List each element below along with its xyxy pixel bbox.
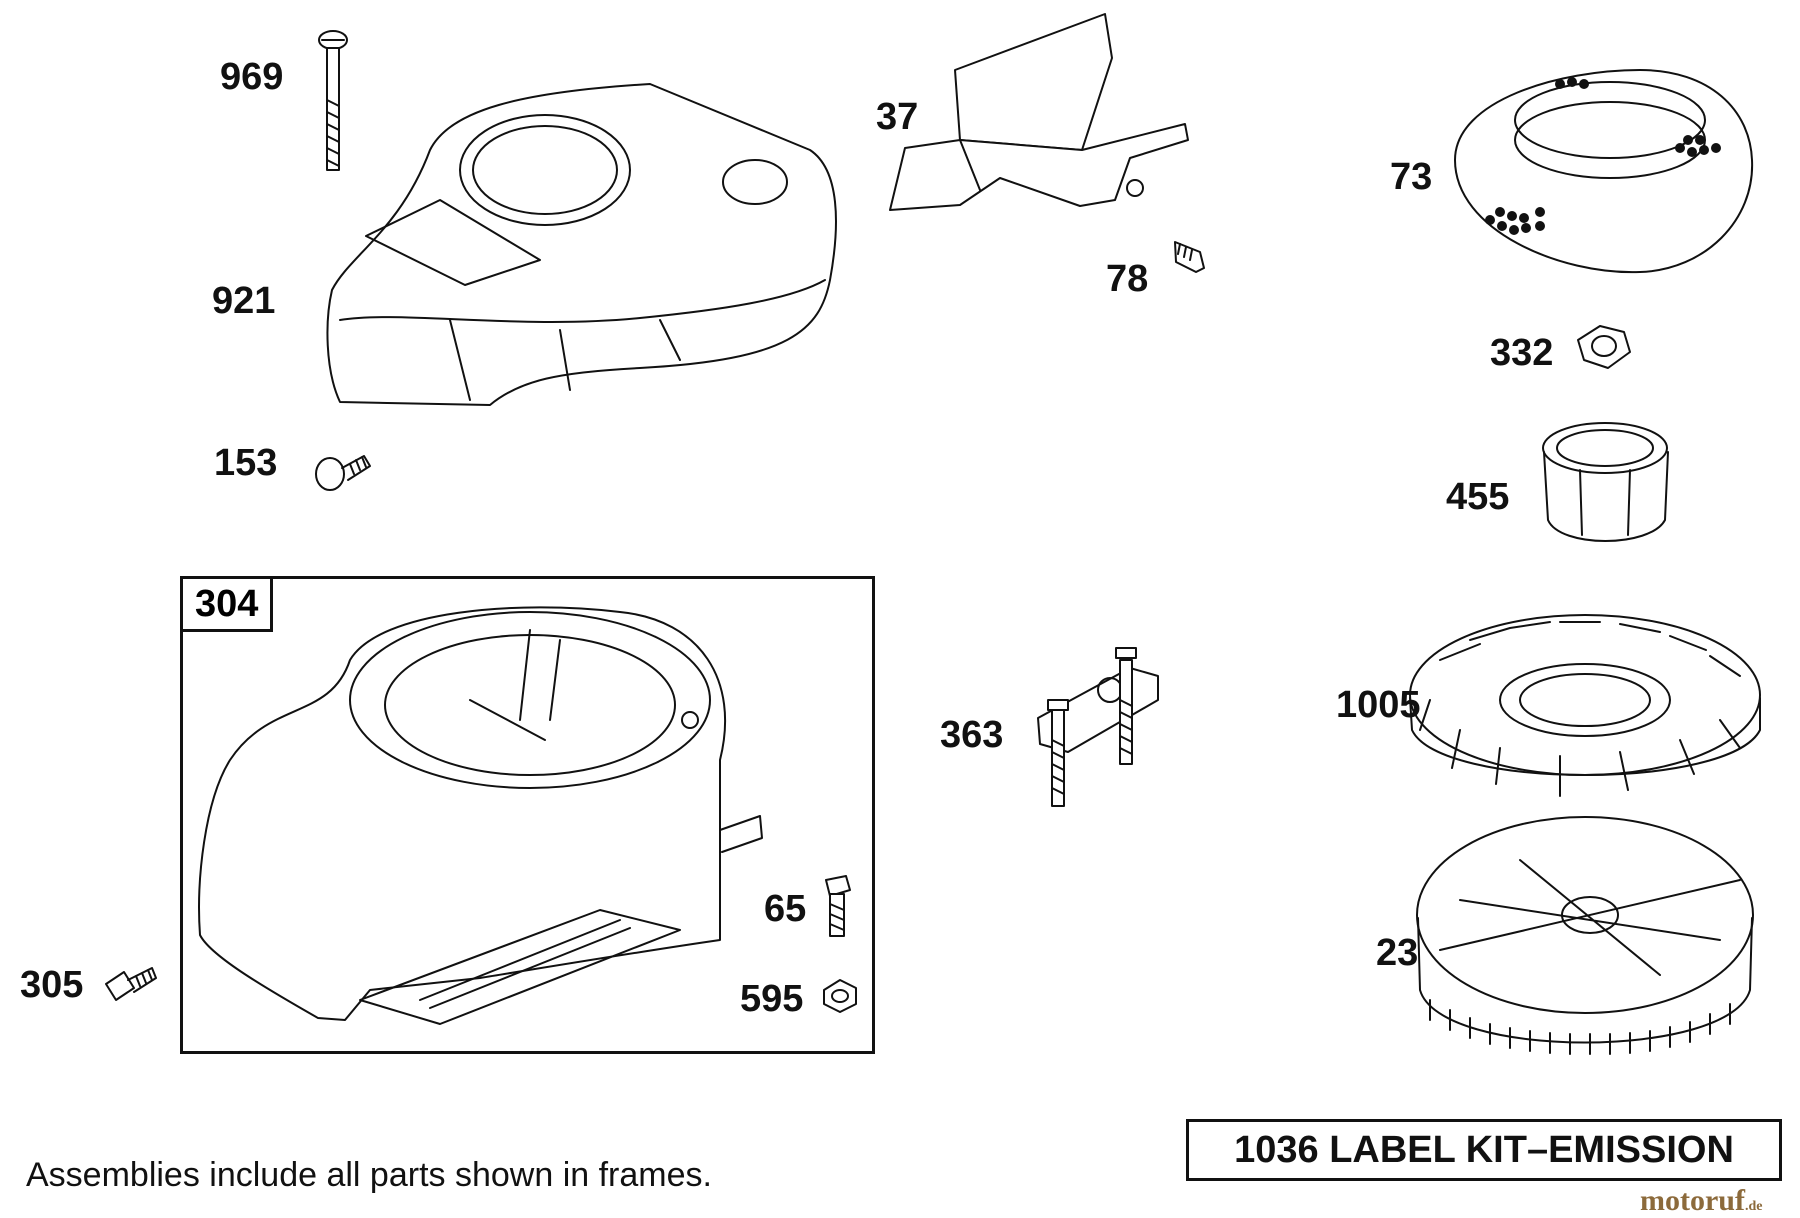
assembly-frame: 304 (180, 576, 875, 1054)
part-number-1005: 1005 (1336, 684, 1421, 726)
label-kit-box: 1036 LABEL KIT–EMISSION (1186, 1119, 1782, 1181)
watermark-main: motoruf (1640, 1184, 1745, 1217)
nut-332-drawing (1577, 325, 1631, 369)
part-number-65: 65 (764, 888, 807, 930)
cup-455-drawing (1542, 422, 1669, 542)
blower-housing-304-drawing (198, 606, 763, 1025)
part-number-595: 595 (740, 978, 804, 1020)
screw-969-drawing (318, 30, 348, 171)
part-number-969: 969 (220, 56, 284, 98)
part-number-363: 363 (940, 714, 1004, 756)
screw-65-drawing (825, 875, 851, 937)
part-number-73: 73 (1390, 156, 1433, 198)
screw-153-drawing (315, 455, 371, 491)
part-number-455: 455 (1446, 476, 1510, 518)
screw-78-drawing (1174, 241, 1205, 273)
watermark-logo: motoruf.de (1640, 1184, 1762, 1218)
screen-73-drawing (1454, 69, 1754, 274)
assembly-frame-tag: 304 (180, 576, 274, 632)
part-number-332: 332 (1490, 332, 1554, 374)
part-number-23: 23 (1376, 932, 1419, 974)
part-number-921: 921 (212, 280, 276, 322)
nut-595-drawing (823, 979, 857, 1013)
part-number-305: 305 (20, 964, 84, 1006)
part-number-153: 153 (214, 442, 278, 484)
part-number-37: 37 (876, 96, 919, 138)
screw-305-drawing (105, 967, 157, 1001)
air-guide-37-drawing (889, 13, 1189, 211)
fan-1005-drawing (1409, 614, 1761, 797)
watermark-suffix: .de (1744, 1199, 1763, 1214)
part-number-78: 78 (1106, 258, 1149, 300)
assemblies-footnote: Assemblies include all parts shown in fr… (26, 1156, 712, 1194)
flywheel-23-drawing (1416, 816, 1754, 1055)
bracket-363-drawing (1037, 647, 1159, 807)
blower-housing-921-drawing (326, 83, 837, 406)
